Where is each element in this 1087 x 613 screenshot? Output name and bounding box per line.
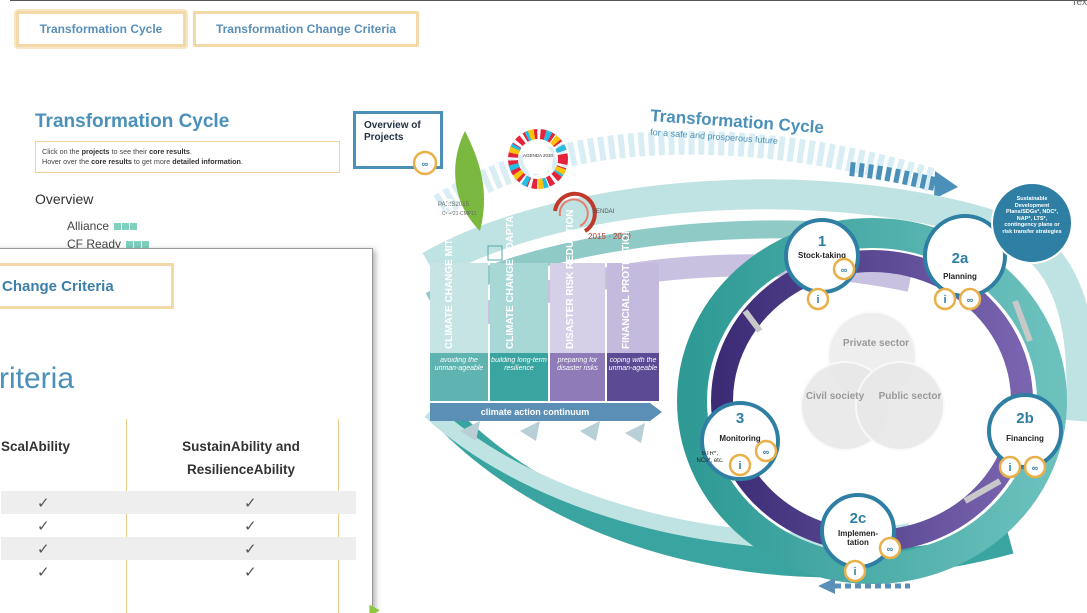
projects-link-icon[interactable] [412,150,438,176]
paris-leaf-logo [455,131,485,231]
outer-band-light [422,179,1087,422]
check-icon: ✓ [244,518,257,535]
stage-1-link-icon [832,257,856,281]
check-icon: ✓ [244,564,257,581]
page-title: Transformation Cycle [35,111,230,132]
svg-text:Planning: Planning [943,272,977,281]
svg-text:Financing: Financing [1006,434,1044,443]
check-icon: ✓ [37,518,50,535]
svg-text:∞: ∞ [887,544,894,554]
stage-1-stocktaking[interactable]: 1 Stock-taking i ∞ [784,218,860,311]
cube-icon [487,245,503,261]
top-arc-head [849,162,937,191]
table-row: ✓✓ [1,560,356,583]
stage-2c-info-icon [843,559,867,583]
overview-heading: Overview [35,191,94,207]
venn-civil-label: Civil society [806,391,865,402]
pillars: CLIMATE CHANGE MITIGATION CLIMATE CHANGE… [430,193,659,353]
stage-3-monitoring[interactable]: 3 Monitoring BTR*, NCs*, etc. i ∞ [696,401,780,481]
tab-change-criteria[interactable]: Change Criteria [0,263,174,309]
svg-text:2a: 2a [952,250,969,267]
pillar-adaptation-title: CLIMATE CHANGE ADAPTATION [505,193,516,349]
cycle-ring-teal [677,218,1067,584]
svg-text:AGENDA 2030: AGENDA 2030 [523,153,554,158]
svg-text:∞: ∞ [1032,463,1039,473]
svg-text:2c: 2c [850,510,867,527]
check-icon: ✓ [244,495,257,512]
ring-arrow-2 [963,478,1002,504]
column-divider [338,419,339,613]
svg-text:i: i [943,294,946,306]
tab-transformation-change-criteria[interactable]: Transformation Change Criteria [193,11,419,47]
instructions-box: Click on the projects to see their core … [35,141,340,173]
top-dashed-arc [433,130,939,217]
stage-2b-link-icon [1023,455,1047,479]
column-divider [126,419,127,613]
table-row: ✓✓ [1,537,356,560]
column-header-scalability: ScalAbility [1,439,71,454]
transformation-cycle-diagram: Private sector Civil society Public sect… [412,106,1087,594]
bottom-arrow-icon [818,578,835,594]
svg-text:Monitoring: Monitoring [719,434,760,443]
check-icon: ✓ [244,541,257,558]
continuum-bar [430,403,662,421]
svg-text:i: i [816,294,819,306]
stage-2c-implementation[interactable]: 2c Implemen-tation i ∞ [820,493,902,583]
stage-2a-info-icon [933,287,957,311]
svg-text:2b: 2b [1016,410,1034,427]
stage-1-info-icon [806,287,830,311]
svg-text:3: 3 [736,410,744,427]
change-criteria-panel: Change Criteria riteria ScalAbility Sust… [0,248,373,613]
svg-text:∞: ∞ [422,159,429,169]
overview-item-alliance[interactable]: Alliance [67,219,138,233]
stage-2b-info-icon [998,455,1022,479]
ring-arrow-1 [1012,299,1033,343]
pillar-financial-title: FINANCIAL PROTECTION [621,227,632,349]
stage-2b-financing[interactable]: 2b Financing i ∞ [987,393,1063,479]
pillar-drr-title: DISASTER RISK REDUCTION [565,210,576,349]
column-header-sustainability: SustainAbility and ResilienceAbility [182,439,300,477]
stage-3-info-icon [728,453,752,477]
svg-text:∞: ∞ [763,447,770,457]
table-row: ✓✓ [1,491,356,514]
pillar-mitigation-title: CLIMATE CHANGE MITIGATION [444,198,455,349]
stage-2a-link-icon [958,287,982,311]
check-icon: ✓ [37,541,50,558]
stage-3-link-icon [754,439,778,463]
check-icon: ✓ [37,564,50,581]
svg-text:∞: ∞ [967,295,974,305]
corner-text: Tex [1071,0,1087,8]
stage-2c-link-icon [878,536,902,560]
svg-text:1: 1 [818,233,826,250]
sendai-logo: SENDAI 2015 · 2030 [553,191,631,241]
overview-of-projects-button[interactable]: Overview of Projects [353,111,443,169]
table-row: ✓✓ [1,514,356,537]
venn-public [855,361,945,451]
svg-text:i: i [853,566,856,578]
pillar-subtitles: avoiding the unman-ageable building long… [430,353,659,401]
tab-transformation-cycle[interactable]: Transformation Cycle [16,11,186,47]
svg-text:i: i [1008,462,1011,474]
agenda-2030-wheel-icon: AGENDA 2030 [508,129,568,189]
svg-text:2015 · 2030: 2015 · 2030 [588,232,631,241]
check-icon: ✓ [37,495,50,512]
venn-public-label: Public sector [879,391,942,402]
paris-logo-text: PARIS2015 [438,202,470,208]
ring-arrow-3 [742,309,763,333]
stage-2a-planning[interactable]: 2a Planning Sustainable Development Plan… [923,182,1073,311]
svg-text:SENDAI: SENDAI [592,209,615,215]
continuum-label: climate action continuum [481,407,590,417]
criteria-title: riteria [0,362,75,395]
overview-item-cf-ready[interactable]: CF Ready [67,237,150,251]
top-arrow-icon [934,171,958,199]
grey-arrows [460,421,645,443]
venn-private-label: Private sector [843,338,909,349]
svg-text:i: i [738,460,741,472]
svg-text:∞: ∞ [841,265,848,275]
paris-logo-sub: COP21·CMP11 [442,211,477,217]
